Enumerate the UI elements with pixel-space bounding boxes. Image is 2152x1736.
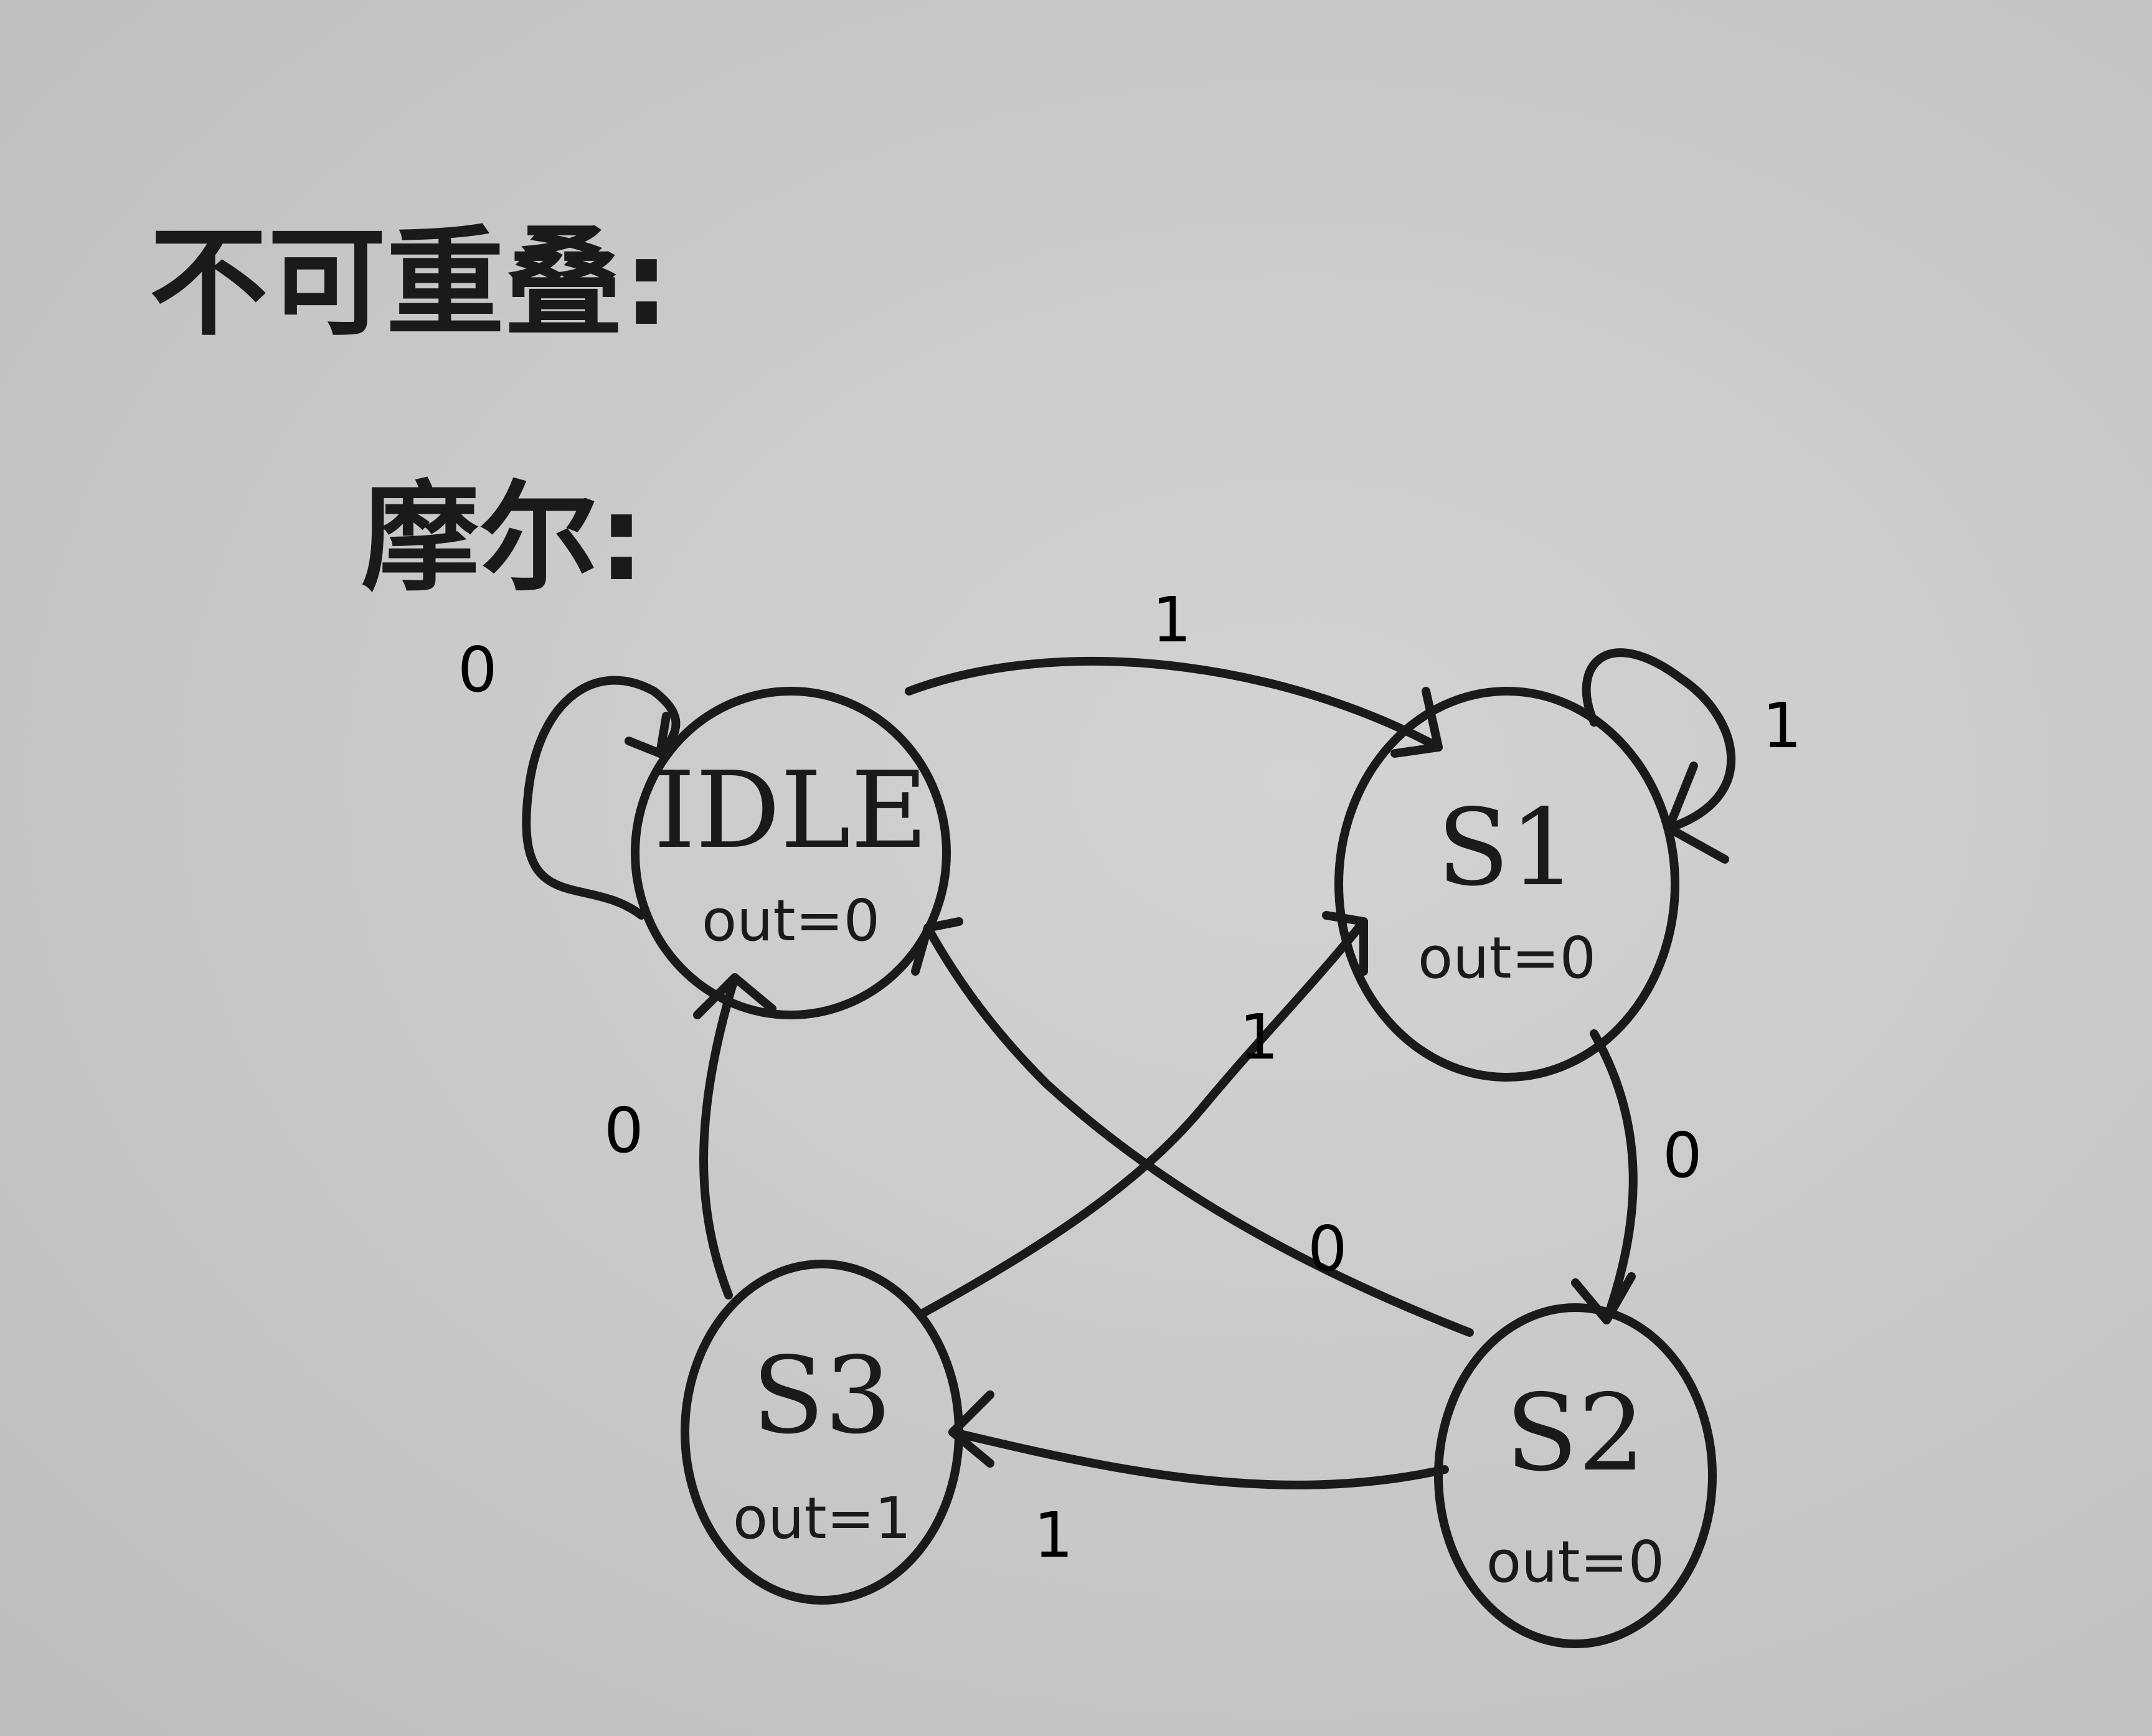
state-idle-name: IDLE [654,749,928,872]
state-s2-name: S2 [1506,1372,1646,1495]
state-idle-circle [631,687,951,1019]
state-s2-circle [1434,1303,1717,1648]
transition-s2-to-idle: 0 [911,917,1474,1337]
state-s2: S2 out=0 [1434,1303,1717,1648]
arrowhead-icon [625,712,671,758]
state-s1: S1 out=0 [1334,687,1679,1082]
label-s2-idle: 0 [1308,1212,1347,1285]
arrowhead-icon [1571,1272,1636,1324]
transition-s1-to-s1: 1 [1582,648,1802,864]
state-s1-circle [1334,687,1679,1082]
transition-idle-to-idle: 0 [458,633,681,920]
transition-s2-to-s3: 1 [948,1390,1449,1572]
arrowhead-icon [1390,687,1443,758]
transition-s1-to-s2: 0 [1571,1029,1702,1324]
heading-non-overlapping: 不可重叠: [149,214,670,352]
label-s1-s2: 0 [1663,1119,1702,1192]
label-s2-s3: 1 [1034,1499,1074,1572]
arrowhead-icon [911,917,963,976]
label-s1-s1: 1 [1762,689,1802,762]
state-idle: IDLE out=0 [631,687,951,1019]
state-idle-output: out=0 [702,887,880,954]
state-s3-name: S3 [752,1334,892,1458]
state-s1-output: out=0 [1418,925,1596,991]
label-s3-idle: 0 [604,1094,644,1167]
transition-idle-to-s1: 1 [905,583,1443,758]
state-s2-output: out=0 [1486,1529,1664,1595]
label-idle-idle: 0 [458,633,498,706]
label-s3-s1: 1 [1239,1001,1279,1073]
arrowhead-icon [1322,911,1368,976]
arrowhead-icon [693,973,776,1019]
state-s1-name: S1 [1437,786,1577,910]
transition-s3-to-idle: 0 [604,973,776,1300]
state-s3-output: out=1 [733,1485,911,1552]
heading-moore: 摩尔: [361,469,645,607]
transition-s3-to-s1: 1 [917,911,1368,1318]
arrowhead-icon [1664,762,1729,864]
label-idle-s1: 1 [1152,583,1192,656]
arrowhead-icon [948,1390,994,1468]
